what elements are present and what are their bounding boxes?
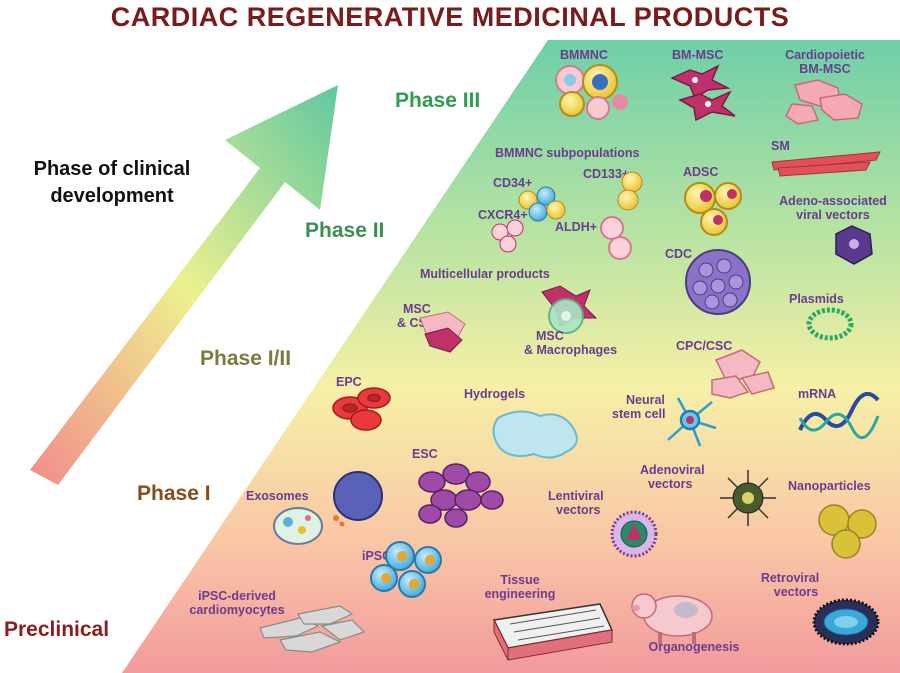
msc-csc-cells-icon [419,311,466,353]
label-tissue-line2: engineering [485,587,556,601]
label-msc-macro-line2: & Macrophages [524,343,617,357]
label-retroviral-line1: Retroviral [761,571,819,585]
label-cpc-csc: CPC/CSC [676,339,732,353]
phase-label-2: Phase II [305,219,384,242]
label-neural-line2: stem cell [612,407,666,421]
mrna-strand-2-icon [798,412,880,440]
label-aldh: ALDH+ [555,220,597,234]
phase-label-1: Phase I [137,482,211,505]
label-neural-line1: Neural [626,393,665,407]
label-epc: EPC [336,375,362,389]
cxcr4-cells-icon [491,219,524,253]
label-adenoviral-line2: vectors [648,477,693,491]
aav-virus-icon [835,225,873,265]
label-bm-msc: BM-MSC [672,48,723,62]
lentivirus-icon [610,510,658,558]
msc-macrophages-icon [541,285,598,334]
label-organogenesis: Organogenesis [649,640,740,654]
phase-label-preclinical: Preclinical [4,618,109,641]
label-msc-macro-line1: MSC [536,329,564,343]
label-msc-csc-line1: MSC [403,302,431,316]
phase-label-3: Phase III [395,89,480,112]
label-lentiviral-line1: Lentiviral [548,489,604,503]
label-ipsc: iPSC [362,549,391,563]
label-ipsc-cm-line2: cardiomyocytes [189,603,284,617]
ipsc-cells-icon [370,541,442,598]
plasmid-icon [806,307,854,341]
neural-stem-cell-icon [667,397,717,447]
label-bmmnc: BMMNC [560,48,608,62]
adsc-cells-icon [684,182,742,236]
label-cdc: CDC [665,247,692,261]
label-cd133: CD133+ [583,167,629,181]
retrovirus-icon [812,598,880,646]
phase-label-1-2: Phase I/II [200,347,291,370]
label-mrna: mRNA [798,387,836,401]
label-plasmids: Plasmids [789,292,844,306]
diagram-title: CARDIAC REGENERATIVE MEDICINAL PRODUCTS [110,2,790,32]
label-aav-line1: Adeno-associated [779,194,887,208]
label-esc: ESC [412,447,438,461]
label-cardiopoietic-line2: BM-MSC [799,62,850,76]
cd34-cells-icon [518,186,566,222]
label-cxcr4: CXCR4+ [478,208,528,222]
axis-label-line1: Phase of clinical [34,158,191,180]
hydrogel-icon [492,410,578,459]
adenovirus-icon [720,470,776,526]
label-sm: SM [771,139,790,153]
development-arrow [30,85,338,485]
pig-icon [631,593,713,644]
epc-cells-icon [332,387,391,431]
bm-msc-cells-icon [670,64,736,122]
label-hydrogels: Hydrogels [464,387,525,401]
label-lentiviral-line2: vectors [556,503,601,517]
axis-label-line2: development [50,185,174,207]
cpc-csc-cells-icon [711,349,775,399]
bmmnc-cells-icon [555,64,628,120]
label-aav-line2: viral vectors [796,208,870,222]
label-ipsc-cm-line1: iPSC-derived [198,589,276,603]
exosome-icon [273,471,383,545]
cd133-cells-icon [617,171,643,211]
label-bmmnc-subpopulations: BMMNC subpopulations [495,146,639,160]
cardiopoietic-cells-icon [785,79,863,125]
cdc-sphere-icon [685,249,751,315]
label-multicellular: Multicellular products [420,267,550,281]
label-exosomes: Exosomes [246,489,309,503]
esc-cells-icon [418,463,504,528]
label-tissue-line1: Tissue [500,573,539,587]
label-retroviral-line2: vectors [774,585,819,599]
label-adenoviral-line1: Adenoviral [640,463,705,477]
aldh-cells-icon [600,216,632,260]
nanoparticles-icon [818,504,877,559]
mrna-strand-icon [798,391,880,431]
tissue-engineering-icon [492,603,614,661]
label-adsc: ADSC [683,165,718,179]
ipsc-cardiomyocytes-icon [259,605,366,653]
sm-cells-icon [771,151,881,177]
label-cd34: CD34+ [493,176,532,190]
label-nanoparticles: Nanoparticles [788,479,871,493]
label-cardiopoietic-line1: Cardiopoietic [785,48,865,62]
